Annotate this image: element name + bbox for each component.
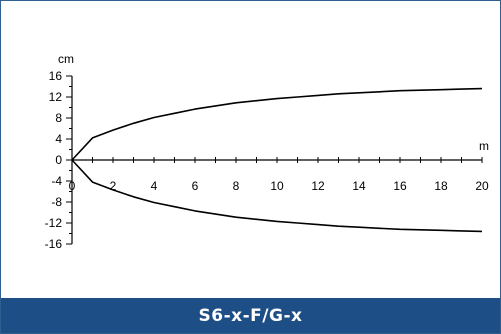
x-origin-label: 0 bbox=[69, 179, 76, 193]
y-tick-label: -16 bbox=[45, 237, 63, 251]
x-tick-label: 20 bbox=[475, 179, 489, 193]
y-tick-label: -4 bbox=[51, 174, 62, 188]
line-chart: 16 12 8 4 0 -4 -8 -12 -16 2 4 6 8 10 12 14 16 18 20 0 cm m bbox=[45, 52, 489, 251]
y-tick-label: -12 bbox=[45, 216, 63, 230]
plot-area: 16 12 8 4 0 -4 -8 -12 -16 2 4 6 8 10 12 14 16 18 20 0 cm m bbox=[1, 1, 500, 297]
y-tick-label: 12 bbox=[49, 90, 63, 104]
caption-bar: S6-x-F/G-x bbox=[1, 298, 500, 333]
y-tick-label: 4 bbox=[55, 132, 62, 146]
x-tick-label: 14 bbox=[352, 179, 366, 193]
lower-curve bbox=[71, 159, 483, 233]
x-tick-label: 2 bbox=[110, 179, 117, 193]
caption-label: S6-x-F/G-x bbox=[198, 305, 303, 326]
x-tick-label: 16 bbox=[393, 179, 407, 193]
y-tick-label: -8 bbox=[51, 195, 62, 209]
y-tick-label: 8 bbox=[55, 111, 62, 125]
x-tick-label: 6 bbox=[192, 179, 199, 193]
upper-curve bbox=[71, 87, 483, 161]
y-axis-title: cm bbox=[58, 52, 74, 66]
x-axis-title: m bbox=[479, 139, 489, 153]
x-tick-label: 8 bbox=[233, 179, 240, 193]
y-tick-label: 16 bbox=[49, 69, 63, 83]
y-tick-label: 0 bbox=[55, 153, 62, 167]
x-tick-label: 4 bbox=[151, 179, 158, 193]
x-tick-label: 10 bbox=[270, 179, 284, 193]
x-tick-label: 18 bbox=[434, 179, 448, 193]
x-tick-label: 12 bbox=[311, 179, 325, 193]
